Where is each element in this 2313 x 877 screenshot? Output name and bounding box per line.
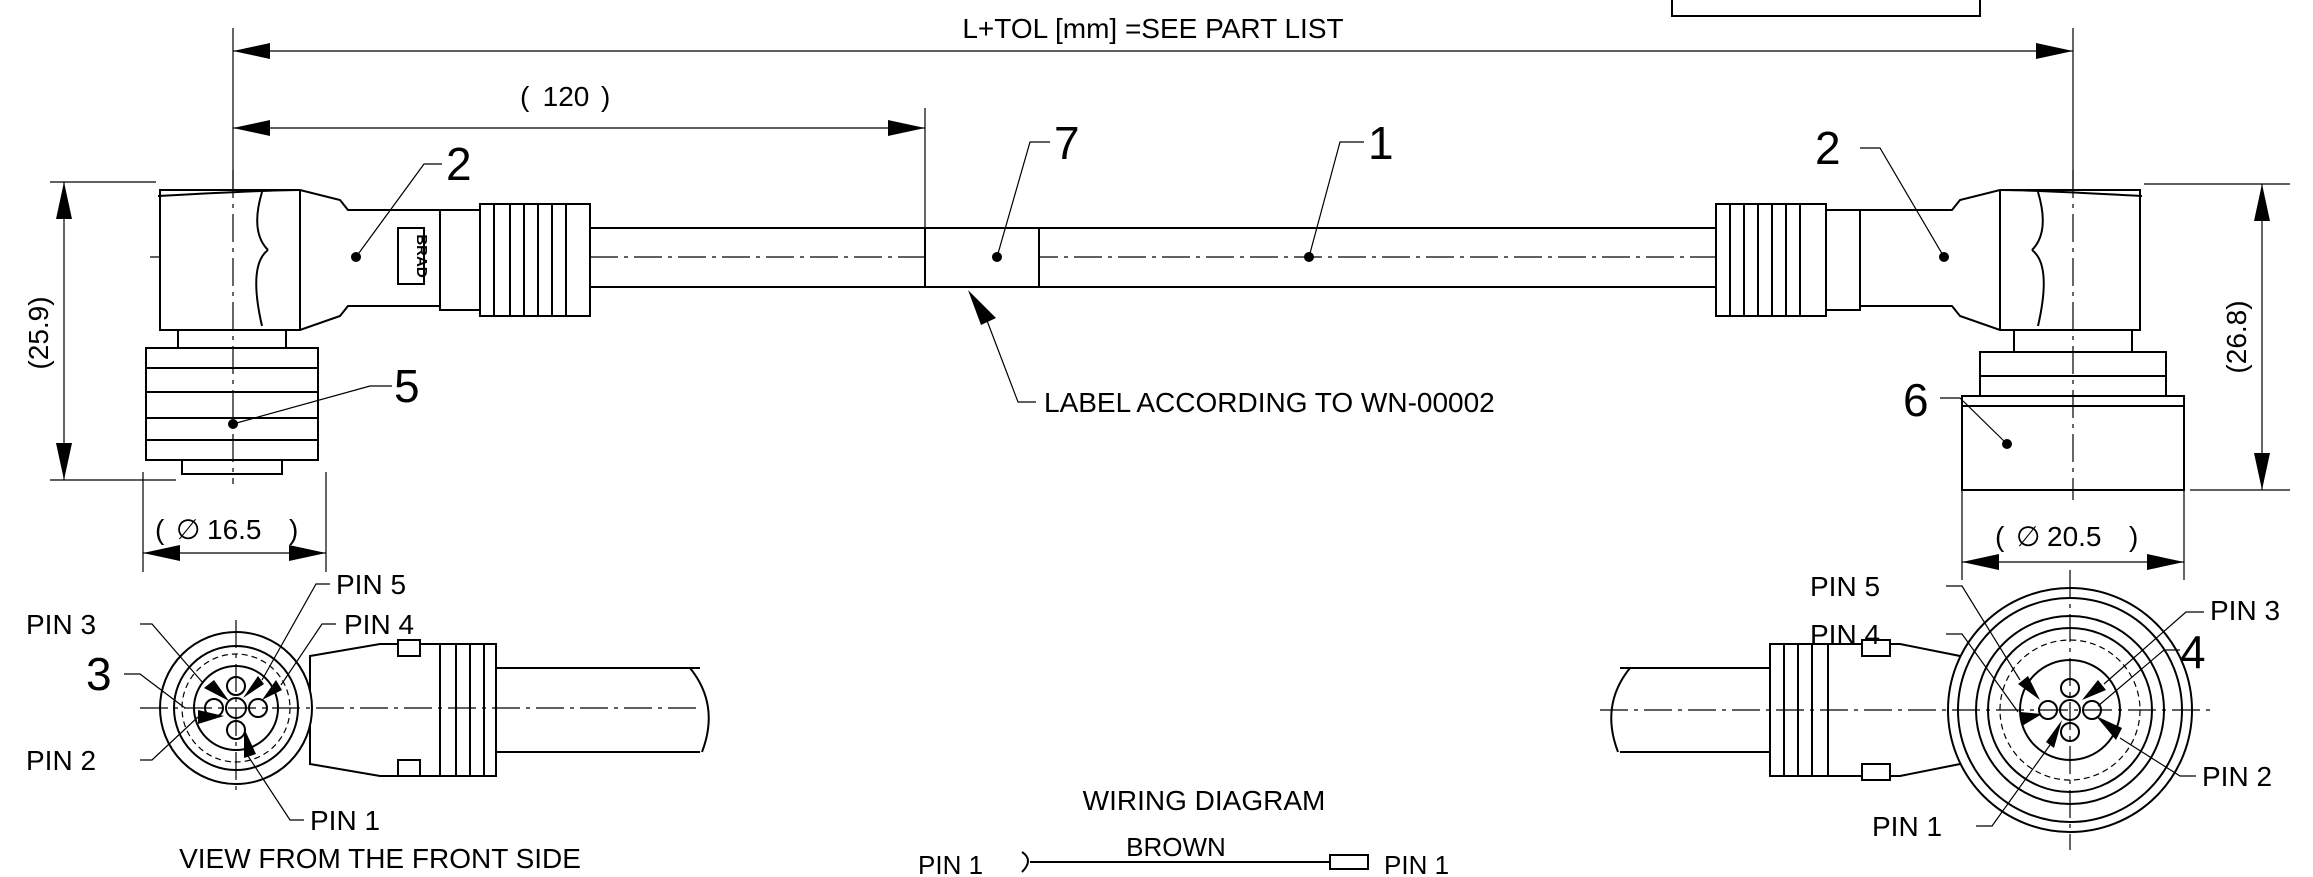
left-height-label: (25.9) [23, 296, 54, 369]
left-diameter-value: 16.5 [207, 514, 262, 545]
wire-color-label: BROWN [1126, 832, 1226, 862]
balloon-right-face-number: 4 [2180, 626, 2206, 678]
left-pin-labels: PIN 3 PIN 2 PIN 1 PIN 4 PIN 5 3 VIEW FRO… [26, 569, 581, 874]
balloon-cable-number: 1 [1368, 117, 1394, 169]
right-pin5-label: PIN 5 [1810, 571, 1880, 602]
left-diameter-symbol: ∅ [176, 514, 200, 545]
right-pin-labels: PIN 5 PIN 4 PIN 3 PIN 2 PIN 1 4 [1810, 571, 2280, 842]
right-pin1-label: PIN 1 [1872, 811, 1942, 842]
balloon-label-band-number: 7 [1054, 117, 1080, 169]
svg-text:(: ( [520, 81, 530, 112]
svg-text:): ) [289, 514, 298, 545]
title-block-fragment [1671, 0, 1981, 17]
left-pin5-label: PIN 5 [336, 569, 406, 600]
right-front-view [1600, 570, 2210, 850]
left-coupling-nut [145, 347, 319, 461]
overall-length-dimension: L+TOL [mm] =SEE PART LIST [232, 13, 2074, 395]
left-front-view [140, 620, 710, 796]
balloon-right-body: 2 [1815, 122, 1949, 262]
left-logo: BRAD [413, 234, 430, 277]
balloon-left-body: 2 [351, 138, 472, 262]
balloon-right-nut: 6 [1903, 374, 2012, 449]
right-diameter-value: 20.5 [2047, 521, 2102, 552]
right-diameter-symbol: ∅ [2016, 521, 2040, 552]
left-connector: BRAD [145, 170, 591, 484]
svg-text:): ) [601, 81, 610, 112]
wiring-right-pin: PIN 1 [1384, 850, 1449, 877]
right-height-dimension: (26.8) [2144, 183, 2290, 491]
right-pin4-label: PIN 4 [1810, 619, 1880, 650]
front-view-caption: VIEW FROM THE FRONT SIDE [179, 843, 581, 874]
label-note: LABEL ACCORDING TO WN-00002 [968, 290, 1495, 418]
left-pin3-label: PIN 3 [26, 609, 96, 640]
balloon-left-body-number: 2 [446, 138, 472, 190]
cable [590, 227, 1716, 288]
svg-text:(: ( [1995, 521, 2005, 552]
wiring-left-pin: PIN 1 [918, 850, 983, 877]
overall-length-label: L+TOL [mm] =SEE PART LIST [962, 13, 1343, 44]
left-pin1-label: PIN 1 [310, 805, 380, 836]
right-height-label: (26.8) [2221, 300, 2252, 373]
right-connector: BRAD [1715, 170, 2185, 500]
balloon-left-face-number: 3 [86, 648, 112, 700]
balloon-left-coupling: 5 [228, 360, 420, 429]
balloon-left-coupling-number: 5 [394, 360, 420, 412]
wiring-diagram: WIRING DIAGRAM PIN 1 BROWN PIN 1 [918, 785, 1449, 877]
svg-text:(: ( [155, 514, 165, 545]
svg-text:): ) [2129, 521, 2138, 552]
balloon-cable: 1 [1304, 117, 1394, 262]
left-diameter-dimension: ( ∅ 16.5 ) [142, 472, 327, 572]
balloon-right-nut-number: 6 [1903, 374, 1929, 426]
balloon-label-band: 7 [992, 117, 1080, 262]
label-band [924, 227, 1040, 288]
left-height-dimension: (25.9) [23, 181, 176, 481]
balloon-right-body-number: 2 [1815, 122, 1841, 174]
left-pin4-label: PIN 4 [344, 609, 414, 640]
right-pin2-label: PIN 2 [2202, 761, 2272, 792]
right-diameter-dimension: ( ∅ 20.5 ) [1961, 486, 2185, 580]
label-note-text: LABEL ACCORDING TO WN-00002 [1044, 387, 1495, 418]
right-pin3-label: PIN 3 [2210, 595, 2280, 626]
label-offset-dimension: ( 120 ) [233, 81, 926, 232]
left-pin2-label: PIN 2 [26, 745, 96, 776]
wiring-title: WIRING DIAGRAM [1083, 785, 1326, 816]
label-offset-value: 120 [543, 81, 590, 112]
